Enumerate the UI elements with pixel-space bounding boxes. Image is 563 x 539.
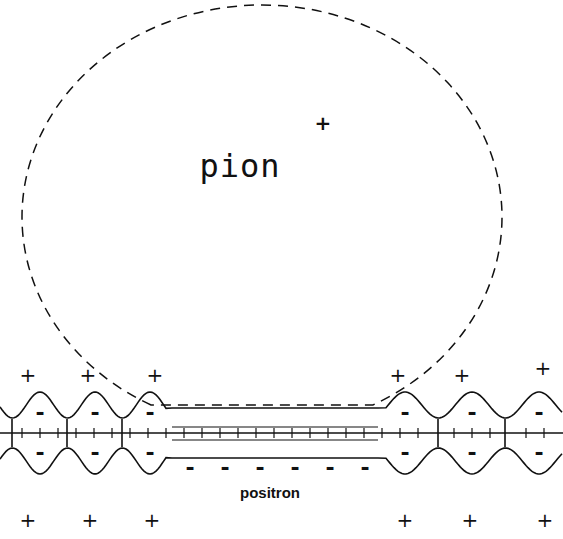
positron-band: positron bbox=[0, 385, 563, 510]
axis-cross bbox=[183, 428, 184, 438]
charge-sign: - bbox=[90, 402, 99, 424]
charge-sign: + bbox=[537, 510, 554, 530]
charge-sign: + bbox=[20, 510, 37, 530]
charge-sign: - bbox=[467, 402, 476, 424]
charge-sign: - bbox=[35, 442, 44, 464]
charge-sign: - bbox=[360, 457, 369, 479]
ellipse-outline bbox=[20, 3, 504, 408]
pion-circle: pion + bbox=[20, 3, 504, 408]
charge-sign: + bbox=[82, 510, 99, 530]
axis-cross bbox=[237, 428, 238, 438]
tube-line bbox=[172, 439, 378, 440]
charge-sign: - bbox=[35, 402, 44, 424]
dashed-circle bbox=[22, 5, 502, 405]
charge-sign: + bbox=[454, 365, 471, 385]
charge-sign: - bbox=[467, 442, 476, 464]
charge-sign: - bbox=[290, 457, 299, 479]
axis-cross bbox=[309, 428, 310, 438]
axis-cross bbox=[327, 428, 328, 438]
charge-sign: - bbox=[220, 457, 229, 479]
axis-cross bbox=[39, 428, 40, 438]
particle-name: positron bbox=[240, 485, 300, 500]
axis-tick bbox=[504, 419, 506, 447]
charge-sign: - bbox=[534, 442, 543, 464]
axis-cross bbox=[471, 428, 472, 438]
axis-cross bbox=[75, 428, 76, 438]
axis-cross bbox=[111, 428, 112, 438]
charge-sign: - bbox=[400, 402, 409, 424]
charge-sign: - bbox=[400, 442, 409, 464]
charge-sign: - bbox=[534, 402, 543, 424]
axis-cross bbox=[255, 428, 256, 438]
axis-cross bbox=[345, 428, 346, 438]
charge-sign: - bbox=[145, 442, 154, 464]
axis-tick bbox=[121, 419, 123, 447]
axis-cross bbox=[129, 428, 130, 438]
charge-sign: - bbox=[185, 457, 194, 479]
wave-line bbox=[0, 448, 562, 474]
axis-cross bbox=[57, 428, 58, 438]
axis-cross bbox=[93, 428, 94, 438]
axis-cross bbox=[147, 428, 148, 438]
axis-cross bbox=[381, 428, 382, 438]
axis-tick bbox=[66, 419, 68, 447]
charge-sign: - bbox=[255, 457, 264, 479]
axis-cross bbox=[201, 428, 202, 438]
axis-cross bbox=[165, 428, 166, 438]
charge-sign: - bbox=[90, 442, 99, 464]
axis-cross bbox=[291, 428, 292, 438]
axis-cross bbox=[219, 428, 220, 438]
axis-cross bbox=[21, 428, 22, 438]
charge-sign: + bbox=[144, 510, 161, 530]
charge-sign: + bbox=[535, 358, 552, 378]
axis-tick bbox=[437, 419, 439, 447]
tube-line bbox=[172, 426, 378, 427]
charge-sign: + bbox=[462, 510, 479, 530]
axis-cross bbox=[453, 428, 454, 438]
axis-cross bbox=[363, 428, 364, 438]
charge-sign: - bbox=[325, 457, 334, 479]
axis-cross bbox=[525, 428, 526, 438]
charge-sign: + bbox=[20, 365, 37, 385]
axis-cross bbox=[417, 428, 418, 438]
axis-cross bbox=[543, 428, 544, 438]
charge-sign: - bbox=[145, 402, 154, 424]
charge-sign: + bbox=[80, 365, 97, 385]
charge-sign: + bbox=[397, 510, 414, 530]
charge-sign: + bbox=[147, 365, 164, 385]
charge-sign: + bbox=[315, 113, 332, 133]
axis-cross bbox=[489, 428, 490, 438]
charge-sign: + bbox=[390, 365, 407, 385]
axis-line bbox=[0, 432, 563, 433]
axis-cross bbox=[399, 428, 400, 438]
axis-cross bbox=[273, 428, 274, 438]
particle-name: pion bbox=[199, 150, 280, 182]
band-outline bbox=[0, 392, 563, 474]
wave-line bbox=[0, 392, 562, 418]
axis-tick bbox=[11, 419, 13, 447]
